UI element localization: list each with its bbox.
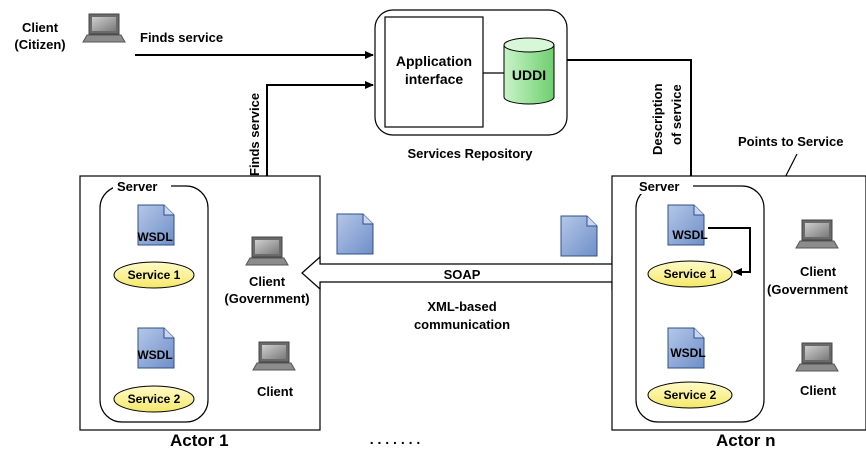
client-laptop-icon-left [252, 341, 296, 371]
message-doc-icon-left [336, 213, 374, 255]
xml-label-2: communication [414, 317, 510, 332]
ellipsis-dots: . . . . . . . [370, 431, 421, 447]
client-citizen-label-1: Client [22, 20, 59, 35]
wsdl-label-left-2: WSDL [137, 348, 172, 362]
server-left-label: Server [117, 179, 157, 194]
client-gov-left-label-1: Client [249, 274, 286, 289]
service-1-label-right: Service 1 [664, 267, 717, 281]
services-repository-label: Services Repository [407, 146, 533, 161]
uddi-label: UDDI [512, 67, 546, 83]
service-1-label-left: Service 1 [128, 268, 181, 282]
description-of-service-arrow [567, 59, 695, 194]
gov-laptop-icon-right [795, 219, 839, 249]
gov-laptop-icon-left [245, 236, 289, 266]
wsdl-label-left-1: WSDL [137, 230, 172, 244]
app-interface-label-1: Application [396, 53, 472, 69]
client-laptop-icon-right [795, 342, 839, 372]
actor-1-label: Actor 1 [170, 431, 229, 450]
wsdl-to-service-arrow [708, 227, 751, 276]
service-2-oval-right [647, 381, 733, 409]
service-2-label-right: Service 2 [664, 388, 717, 402]
service-1-oval-left [113, 261, 195, 289]
finds-service-top-label: Finds service [140, 30, 223, 45]
service-2-oval-left [113, 385, 195, 413]
description-label-2: of service [669, 84, 684, 145]
xml-label-1: XML-based [427, 299, 496, 314]
actor-n-label: Actor n [716, 431, 776, 450]
citizen-laptop-icon [82, 13, 126, 43]
uddi-database-icon [503, 37, 555, 105]
client-label-right: Client [800, 383, 837, 398]
message-doc-icon-right [560, 215, 598, 257]
finds-service-vertical-label: Finds service [247, 93, 262, 176]
wsdl-label-right-1: WSDL [672, 228, 707, 242]
client-gov-right-label-1: Client [800, 264, 837, 279]
client-gov-right-label-2: (Government [767, 282, 849, 297]
soap-label: SOAP [444, 267, 481, 282]
points-to-service-label: Points to Service [738, 134, 843, 149]
wsdl-label-right-2: WSDL [670, 346, 705, 360]
server-right-label: Server [639, 179, 679, 194]
client-label-left: Client [257, 384, 294, 399]
service-2-label-left: Service 2 [128, 392, 181, 406]
application-interface-box [384, 16, 484, 128]
client-citizen-label-2: (Citizen) [14, 37, 65, 52]
service-1-oval-right [647, 260, 733, 288]
description-label-1: Description [650, 83, 665, 155]
app-interface-label-2: interface [405, 71, 464, 87]
client-gov-left-label-2: (Government) [224, 291, 309, 306]
